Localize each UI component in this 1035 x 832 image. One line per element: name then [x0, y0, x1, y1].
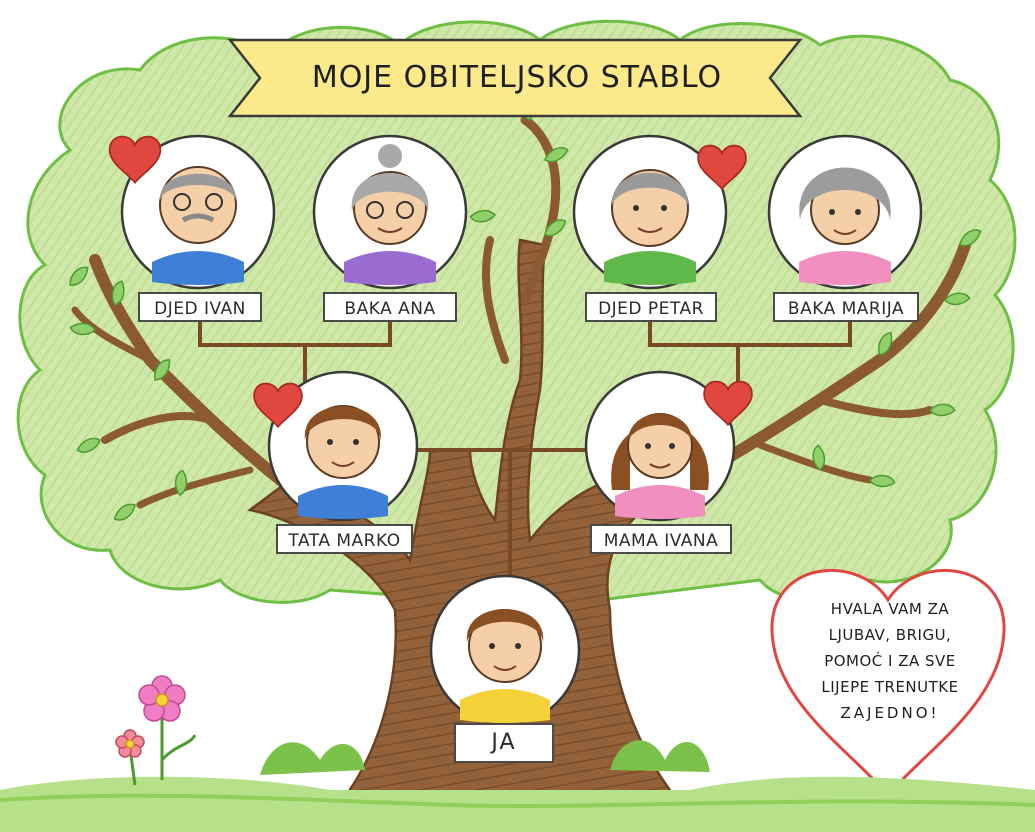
portrait-grandpa-ivan [120, 134, 276, 290]
name-label-grandpa-ivan: DJED IVAN [138, 292, 262, 322]
name-label-dad: TATA MARKO [276, 524, 413, 554]
name-label-grandma-ana: BAKA ANA [323, 292, 457, 322]
portrait-grandpa-petar [572, 134, 728, 290]
page-title: MOJE OBITELJSKO STABLO [311, 60, 723, 95]
portrait-grandma-marija [767, 134, 923, 290]
thank-you-message: HVALA VAM ZA LJUBAV, BRIGU, POMOĆ I ZA S… [790, 596, 990, 726]
name-label-grandma-marija: BAKA MARIJA [773, 292, 919, 322]
name-label-mom: MAMA IVANA [590, 524, 732, 554]
portrait-dad [267, 370, 419, 522]
grass [0, 740, 1035, 832]
name-label-me: JA [454, 723, 554, 763]
portrait-me [429, 574, 581, 726]
portrait-mom [584, 370, 736, 522]
message-line-3: POMOĆ I ZA SVE [824, 652, 956, 670]
family-connectors [198, 322, 852, 578]
name-label-grandpa-petar: DJED PETAR [585, 292, 717, 322]
flower-icon [115, 675, 197, 786]
title-banner [227, 38, 803, 118]
message-line-4: LIJEPE TRENUTKE [821, 678, 959, 696]
message-line-5: ZAJEDNO! [840, 704, 940, 722]
portrait-grandma-ana [312, 134, 468, 290]
message-line-1: HVALA VAM ZA [830, 600, 950, 618]
message-line-2: LJUBAV, BRIGU, [828, 626, 952, 644]
